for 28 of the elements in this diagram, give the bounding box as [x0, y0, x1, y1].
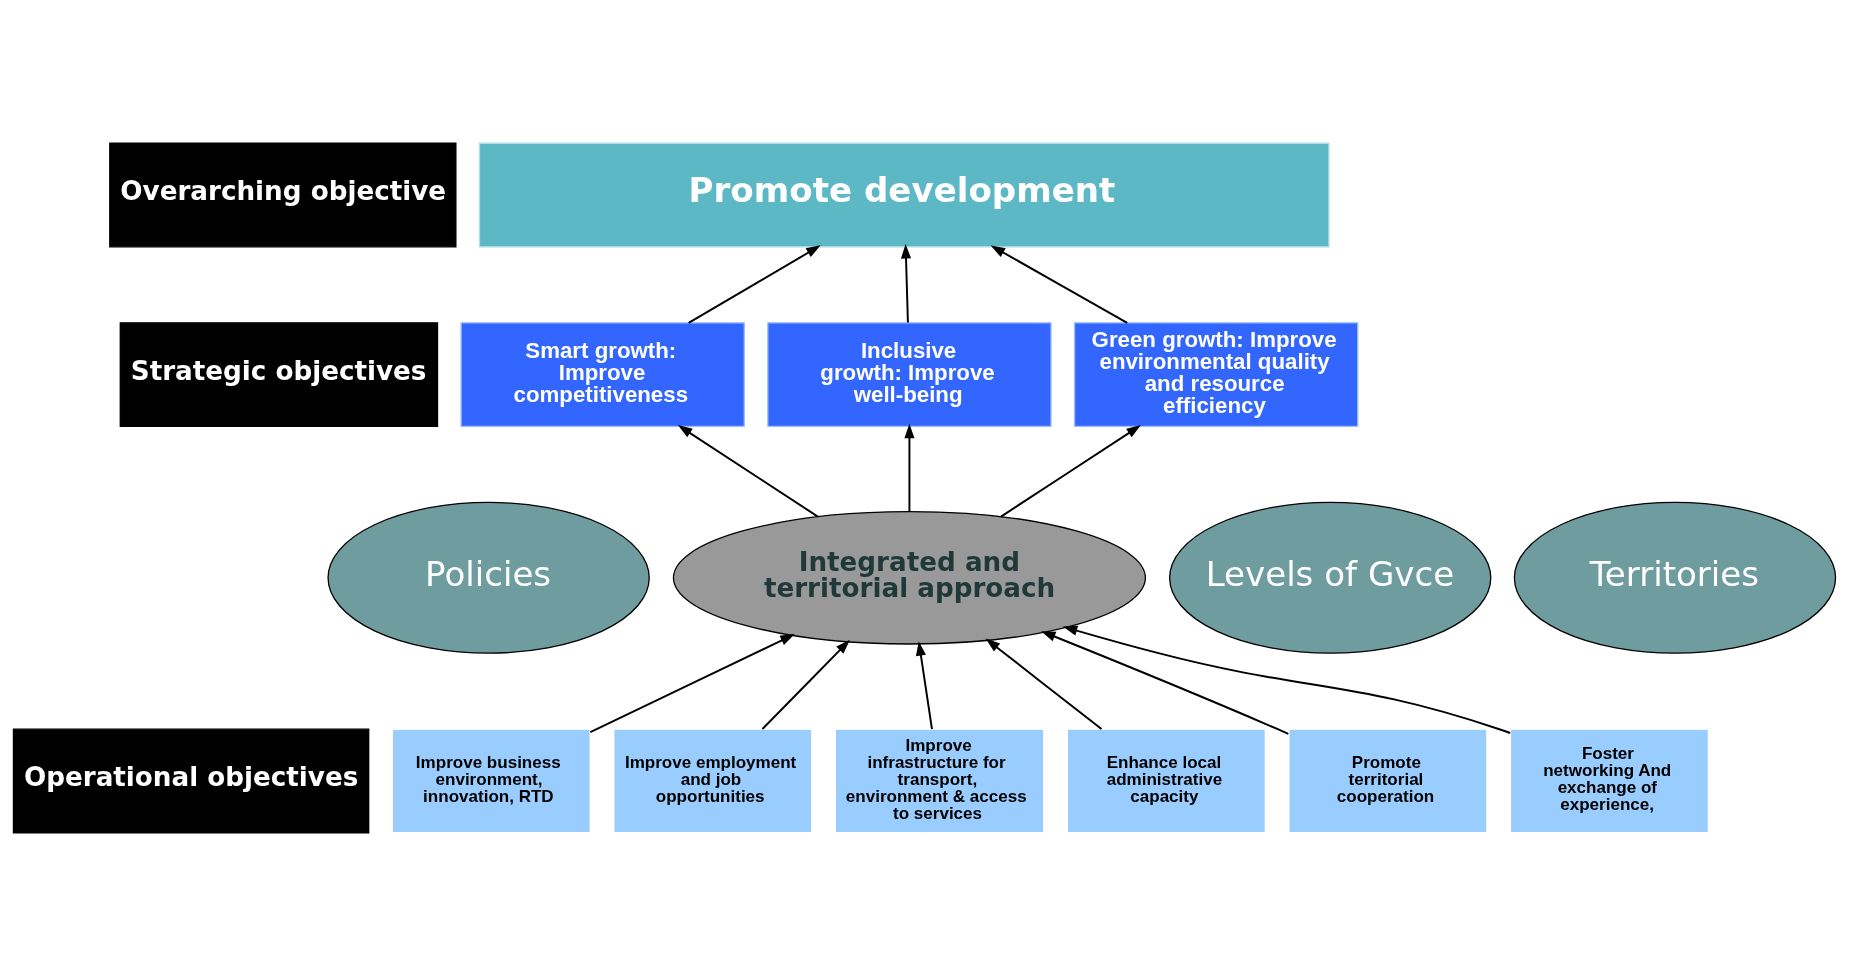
arrow: [761, 639, 850, 731]
node-box: Inclusive growth: Improve well-being: [767, 322, 1052, 428]
node-box: Promote development: [478, 142, 1330, 248]
arrow: [1000, 425, 1141, 518]
arrow: [1041, 631, 1290, 735]
arrow: [915, 641, 933, 731]
node-box: Promote territorial cooperation: [1288, 728, 1488, 834]
node-ellipse: Policies: [327, 501, 650, 654]
node-box: Overarching objective: [109, 142, 457, 248]
arrow: [687, 245, 821, 324]
node-box: Improve business environment, innovation, RTD: [391, 728, 591, 834]
arrow: [589, 634, 795, 734]
node-box: Green growth: Improve environmental quality and resource efficiency: [1073, 322, 1359, 428]
node-box: Foster networking And exchange of experience,: [1509, 728, 1710, 834]
node-box: Smart growth: Improve competitiveness: [460, 322, 745, 428]
node-box: Operational objectives: [12, 728, 370, 834]
node-ellipse: Levels of Gvce: [1168, 501, 1492, 654]
arrow: [1062, 625, 1512, 735]
node-box: Enhance local administrative capacity: [1066, 728, 1266, 834]
arrow: [990, 245, 1129, 324]
arrow: [985, 638, 1103, 731]
node-box: Improve employment and job opportunities: [613, 728, 813, 834]
arrow: [677, 425, 819, 518]
node-ellipse: Territories: [1513, 501, 1837, 654]
node-box: Strategic objectives: [119, 322, 439, 428]
arrow: [900, 244, 912, 324]
node-box: Improve infrastructure for transport, environment & access to services: [834, 728, 1045, 834]
arrow: [904, 423, 915, 513]
